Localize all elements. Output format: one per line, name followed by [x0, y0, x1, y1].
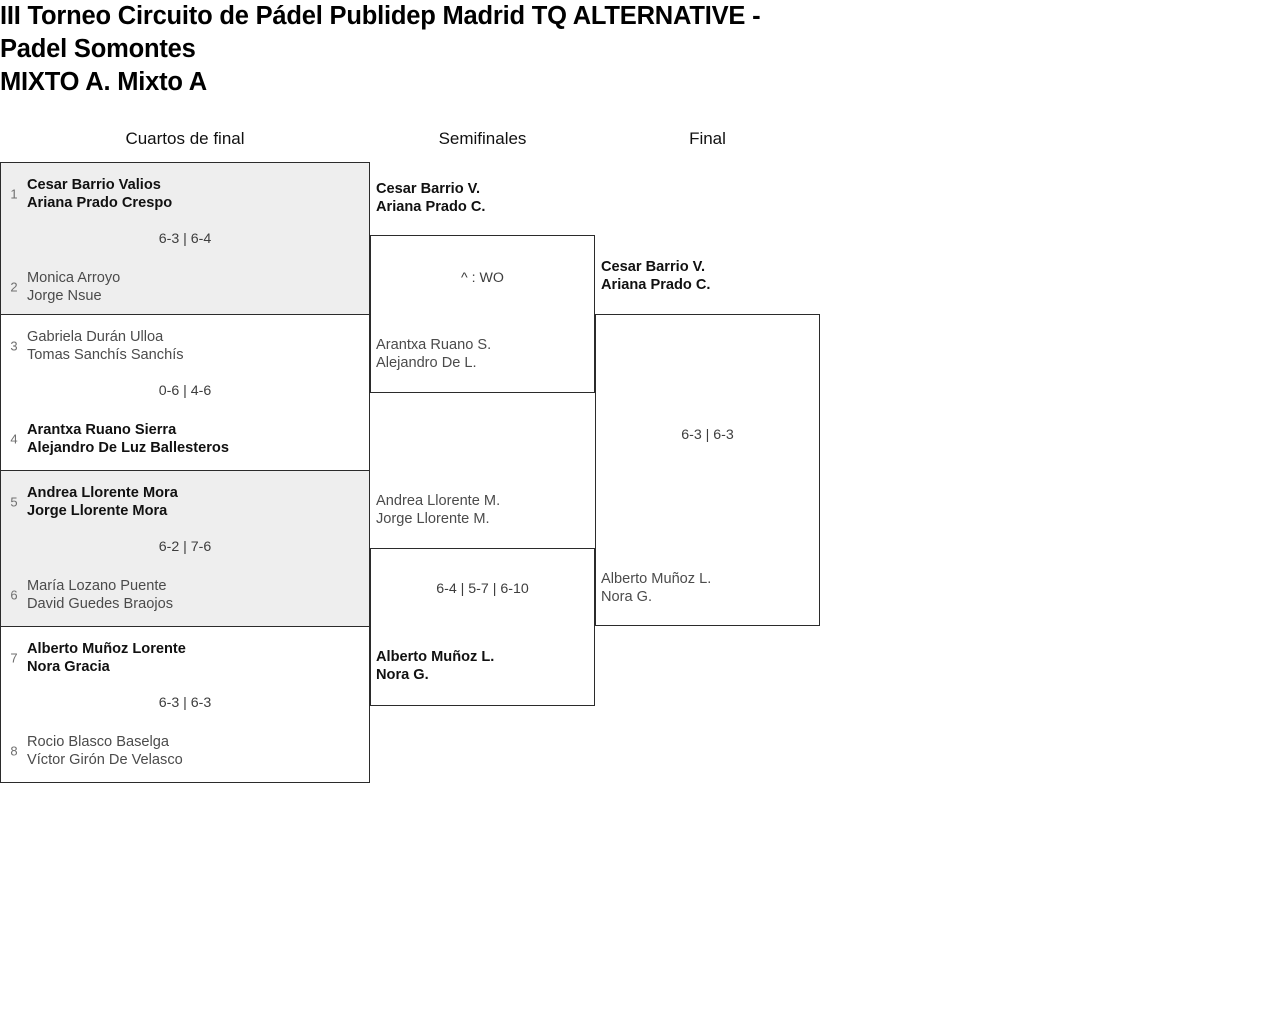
semifinal-1-participant-top[interactable]: Cesar Barrio V. Ariana Prado C. [376, 180, 485, 217]
player-name-1: María Lozano Puente [27, 577, 167, 594]
semifinal-1-participant-bottom[interactable]: Arantxa Ruano S. Alejandro De L. [376, 336, 491, 373]
seed-number: 8 [10, 743, 18, 759]
seed-number: 3 [10, 338, 18, 354]
player-name-2: Nora Gracia [27, 659, 110, 675]
player-name-2: Alejandro De Luz Ballesteros [27, 440, 229, 456]
match-score: 6-4 | 5-7 | 6-10 [436, 581, 529, 597]
match-final[interactable]: 6-3 | 6-3 [595, 314, 820, 626]
player-name-2: Jorge Llorente Mora [27, 503, 168, 519]
player-name-1: Alberto Muñoz L. [376, 649, 495, 665]
match-quarterfinal-3[interactable]: 5 Andrea Llorente Mora Jorge Llorente Mo… [0, 470, 370, 627]
player-name-1: Arantxa Ruano S. [376, 337, 492, 353]
player-name-2: Víctor Girón De Velasco [27, 752, 183, 768]
match-participant-bottom[interactable]: 6 María Lozano Puente David Guedes Braoj… [1, 572, 369, 618]
player-name-1: Andrea Llorente M. [376, 493, 501, 509]
player-name-2: Alejandro De L. [376, 355, 477, 372]
player-name-2: Ariana Prado C. [601, 277, 711, 294]
match-semifinal-1[interactable]: ^ : WO [370, 235, 595, 393]
seed-number: 4 [10, 431, 18, 447]
player-name-2: Ariana Prado Crespo [27, 195, 173, 211]
match-participant-top[interactable]: 1 Cesar Barrio Valios Ariana Prado Cresp… [1, 171, 369, 217]
round-header-quarterfinals: Cuartos de final [125, 129, 245, 148]
player-name-2: Jorge Llorente M. [376, 511, 490, 528]
semifinal-2-participant-top[interactable]: Andrea Llorente M. Jorge Llorente M. [376, 492, 500, 529]
tournament-title-line-2: Padel Somontes [0, 35, 196, 63]
seed-number: 6 [10, 587, 18, 603]
player-name-2: Nora G. [376, 667, 429, 684]
match-participant-top[interactable]: 3 Gabriela Durán Ulloa Tomas Sanchís San… [1, 323, 369, 369]
player-name-2: David Guedes Braojos [27, 596, 174, 612]
match-semifinal-2[interactable]: 6-4 | 5-7 | 6-10 [370, 548, 595, 706]
semifinal-2-participant-bottom[interactable]: Alberto Muñoz L. Nora G. [376, 648, 494, 685]
tournament-title-line-1: III Torneo Circuito de Pádel Publidep Ma… [0, 2, 761, 30]
player-name-1: Alberto Muñoz Lorente [27, 640, 186, 657]
player-name-1: Gabriela Durán Ulloa [27, 328, 164, 345]
match-participant-bottom[interactable]: 4 Arantxa Ruano Sierra Alejandro De Luz … [1, 416, 369, 462]
match-score: 6-3 | 6-3 [681, 427, 734, 443]
player-name-1: Andrea Llorente Mora [27, 484, 178, 501]
player-name-1: Monica Arroyo [27, 269, 121, 286]
match-participant-bottom[interactable]: 2 Monica Arroyo Jorge Nsue [1, 264, 369, 310]
seed-number: 7 [10, 650, 18, 666]
match-quarterfinal-4[interactable]: 7 Alberto Muñoz Lorente Nora Gracia 6-3 … [0, 626, 370, 783]
match-score: ^ : WO [461, 270, 504, 286]
match-quarterfinal-2[interactable]: 3 Gabriela Durán Ulloa Tomas Sanchís San… [0, 314, 370, 471]
match-quarterfinal-1[interactable]: 1 Cesar Barrio Valios Ariana Prado Cresp… [0, 162, 370, 319]
player-name-1: Cesar Barrio V. [601, 259, 706, 275]
match-participant-bottom[interactable]: 8 Rocio Blasco Baselga Víctor Girón De V… [1, 728, 369, 774]
seed-number: 5 [10, 494, 18, 510]
round-header-semifinals: Semifinales [438, 129, 527, 148]
player-name-2: Ariana Prado C. [376, 199, 486, 216]
seed-number: 2 [10, 279, 18, 295]
match-score: 6-3 | 6-4 [158, 231, 212, 247]
final-participant-bottom[interactable]: Alberto Muñoz L. Nora G. [601, 570, 711, 607]
match-participant-top[interactable]: 7 Alberto Muñoz Lorente Nora Gracia [1, 635, 369, 681]
player-name-1: Rocio Blasco Baselga [27, 733, 169, 750]
match-participant-top[interactable]: 5 Andrea Llorente Mora Jorge Llorente Mo… [1, 479, 369, 525]
player-name-2: Nora G. [601, 589, 653, 606]
match-score: 6-3 | 6-3 [158, 695, 212, 711]
player-name-1: Cesar Barrio V. [376, 181, 481, 197]
match-score: 0-6 | 4-6 [158, 383, 212, 399]
player-name-2: Jorge Nsue [27, 288, 102, 304]
match-score: 6-2 | 7-6 [158, 539, 212, 555]
player-name-1: Alberto Muñoz L. [601, 571, 712, 587]
player-name-2: Tomas Sanchís Sanchís [27, 347, 184, 363]
tournament-header: III Torneo Circuito de Pádel Publidep Ma… [0, 0, 860, 99]
player-name-1: Arantxa Ruano Sierra [27, 421, 177, 438]
player-name-1: Cesar Barrio Valios [27, 176, 161, 193]
seed-number: 1 [10, 186, 18, 202]
final-participant-top[interactable]: Cesar Barrio V. Ariana Prado C. [601, 258, 710, 295]
round-header-final: Final [689, 129, 726, 148]
tournament-category: MIXTO A. Mixto A [0, 68, 207, 96]
